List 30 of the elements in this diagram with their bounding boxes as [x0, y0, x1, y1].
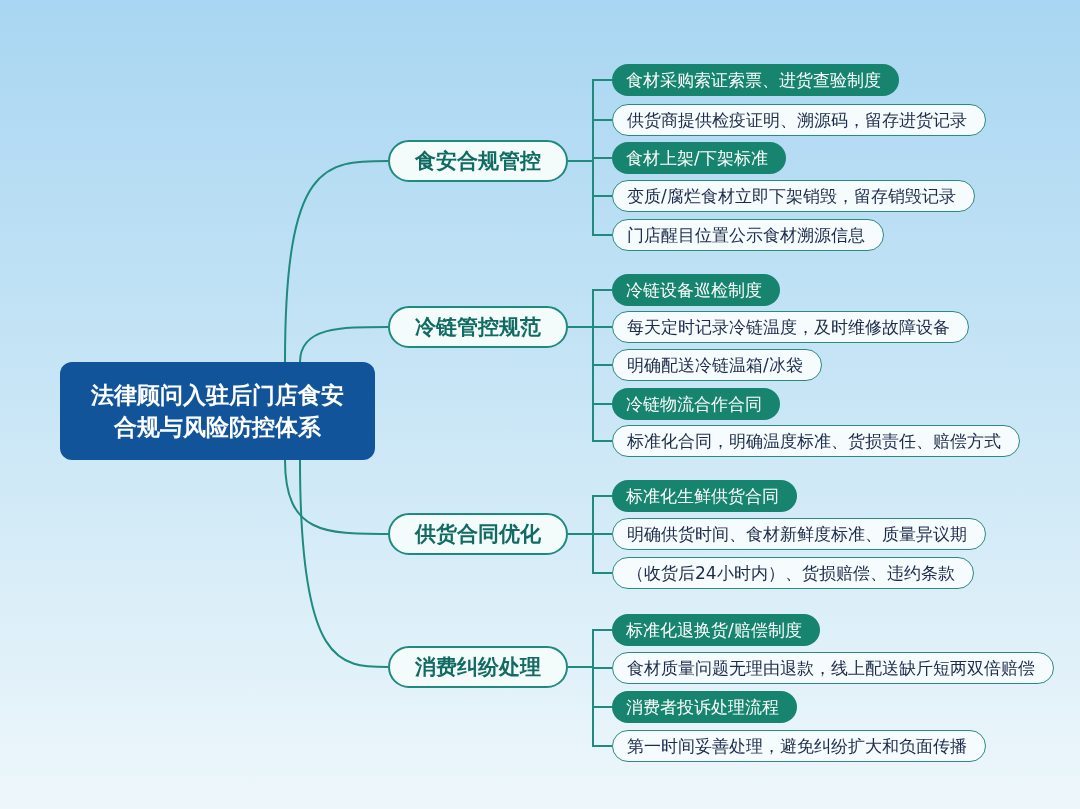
item-pill: 食材质量问题无理由退款，线上配送缺斤短两双倍赔偿 — [612, 652, 1054, 684]
root-box: 法律顾问入驻后门店食安合规与风险防控体系 — [60, 362, 375, 460]
heading-pill: 标准化生鲜供货合同 — [612, 480, 797, 512]
heading-pill: 冷链设备巡检制度 — [612, 274, 780, 306]
heading-pill: 标准化退换货/赔偿制度 — [612, 614, 820, 646]
connector-line — [299, 326, 389, 363]
item-pill: 明确供货时间、食材新鲜度标准、质量异议期 — [612, 518, 986, 550]
item-pill: 明确配送冷链温箱/冰袋 — [612, 349, 822, 381]
connector-line — [567, 666, 613, 747]
heading-pill: 食材上架/下架标准 — [612, 142, 786, 174]
heading-pill: 消费者投诉处理流程 — [612, 691, 797, 723]
connector-line — [284, 160, 389, 363]
item-pill: 每天定时记录冷链温度，及时维修故障设备 — [612, 311, 969, 343]
connector-line — [567, 326, 613, 442]
connector-line — [567, 160, 613, 236]
item-pill: （收货后24小时内）、货损赔偿、违约条款 — [612, 557, 974, 589]
heading-pill: 冷链物流合作合同 — [612, 388, 780, 420]
item-pill: 供货商提供检疫证明、溯源码，留存进货记录 — [612, 104, 986, 136]
heading-pill: 食材采购索证索票、进货查验制度 — [612, 64, 899, 96]
branch-box: 供货合同优化 — [388, 513, 568, 555]
item-pill: 变质/腐烂食材立即下架销毁，留存销毁记录 — [612, 180, 975, 212]
item-pill: 门店醒目位置公示食材溯源信息 — [612, 219, 884, 251]
branch-box: 消费纠纷处理 — [388, 646, 568, 688]
item-pill: 标准化合同，明确温度标准、货损责任、赔偿方式 — [612, 425, 1020, 457]
connector-line — [284, 459, 389, 535]
branch-box: 食安合规管控 — [388, 140, 568, 182]
branch-box: 冷链管控规范 — [388, 306, 568, 348]
connector-line — [567, 533, 613, 574]
connector-line — [299, 459, 389, 668]
item-pill: 第一时间妥善处理，避免纠纷扩大和负面传播 — [612, 730, 986, 762]
